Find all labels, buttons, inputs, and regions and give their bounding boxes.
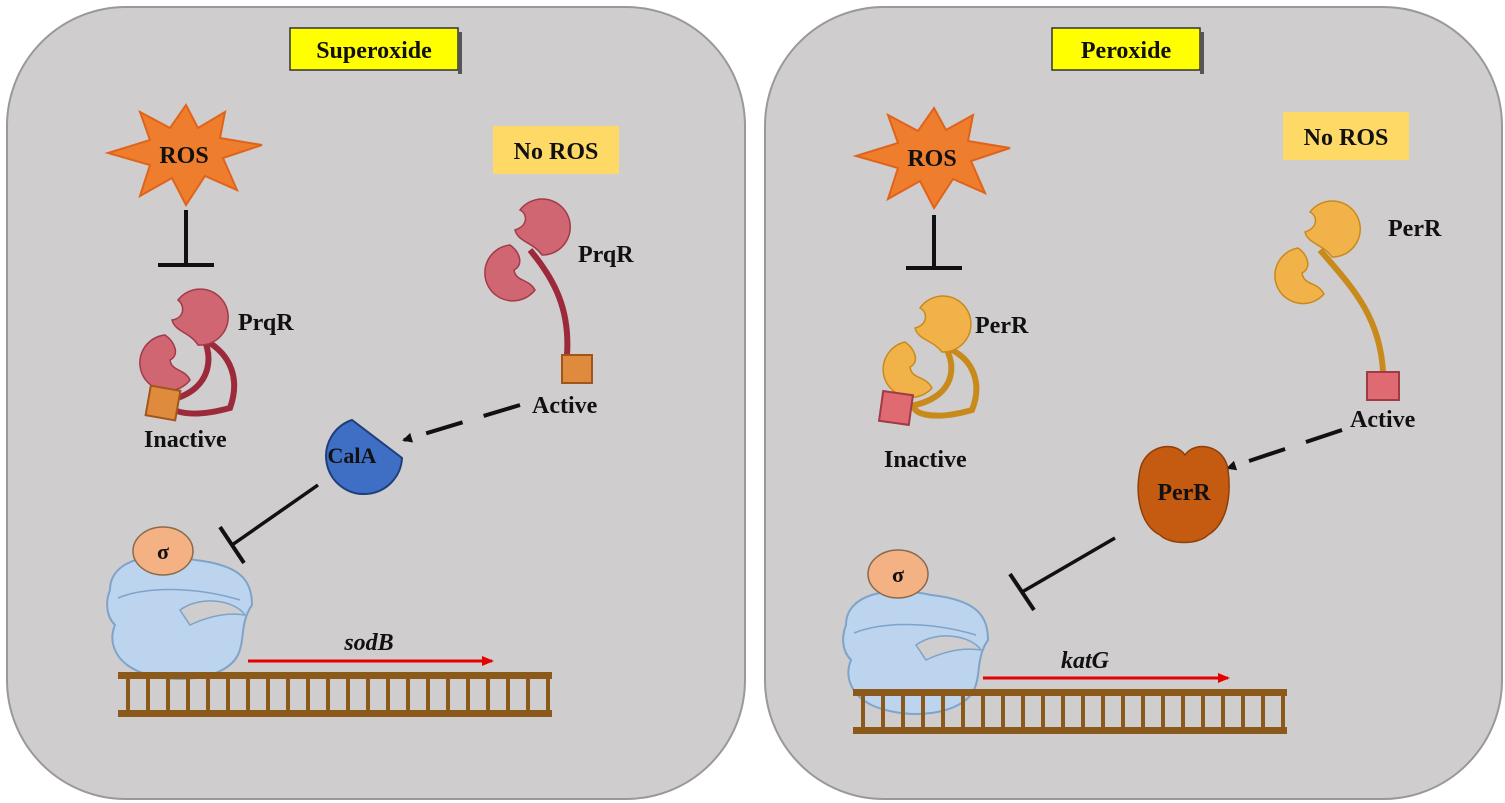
cala-label: CalA — [328, 443, 377, 468]
dna-rung — [286, 679, 290, 710]
prqr-active-label: PrqR — [578, 242, 634, 268]
perr-inactive-label: PerR — [975, 313, 1029, 339]
dna-rung — [426, 679, 430, 710]
ros-star-right: ROS — [852, 106, 1011, 210]
cala-protein: CalA — [325, 418, 404, 495]
no-ros-box-left: No ROS — [493, 126, 619, 174]
dna-rung — [546, 679, 550, 710]
dna-rung — [1081, 696, 1085, 727]
ros-star-left: ROS — [104, 103, 263, 207]
repression-line-left — [218, 483, 320, 565]
dna-strand-left — [118, 672, 552, 717]
dna-rung — [961, 696, 965, 727]
dna-rung — [126, 679, 130, 710]
dna-rung — [1001, 696, 1005, 727]
superoxide-title-box: Superoxide — [289, 27, 462, 74]
peroxide-title-box: Peroxide — [1051, 27, 1204, 74]
repression-line-right — [1008, 536, 1116, 612]
dna-rung — [1281, 696, 1285, 727]
prqr-active-protein — [484, 198, 593, 384]
inhibition-bar-right — [906, 215, 962, 270]
perr-dimer-protein: PerR — [1137, 445, 1230, 544]
dna-rung — [226, 679, 230, 710]
dna-rung — [1061, 696, 1065, 727]
dna-rung — [881, 696, 885, 727]
active-label-right: Active — [1350, 407, 1416, 433]
dna-rung — [206, 679, 210, 710]
sigma-factor-right: σ — [867, 549, 929, 599]
activation-arrow-left — [402, 403, 521, 443]
dna-strand-right — [853, 689, 1287, 734]
perr-dimer-label: PerR — [1157, 480, 1211, 506]
ros-label-left: ROS — [159, 143, 208, 169]
perr-inactive-protein — [877, 295, 980, 427]
ros-label-right: ROS — [907, 146, 956, 172]
dna-rung — [1121, 696, 1125, 727]
dna-rung — [1101, 696, 1105, 727]
sigma-label-right: σ — [892, 562, 904, 587]
peroxide-title: Peroxide — [1081, 38, 1172, 64]
dna-rung — [526, 679, 530, 710]
dna-rung — [306, 679, 310, 710]
rna-polymerase-left — [106, 555, 254, 680]
rna-polymerase-right — [842, 590, 990, 715]
dna-rung — [1141, 696, 1145, 727]
dna-rung — [386, 679, 390, 710]
dna-rung — [1021, 696, 1025, 727]
inhibition-bar-left — [158, 210, 214, 267]
dna-rung — [366, 679, 370, 710]
dna-rung — [1241, 696, 1245, 727]
activation-arrow-right — [1226, 428, 1343, 471]
no-ros-label-left: No ROS — [514, 139, 599, 165]
sigma-factor-left: σ — [132, 526, 194, 576]
gene-label-right: katG — [1061, 648, 1110, 674]
dna-rung — [186, 679, 190, 710]
dna-rung — [1041, 696, 1045, 727]
dna-rung — [506, 679, 510, 710]
prqr-inactive-label: PrqR — [238, 310, 294, 336]
gene-label-left: sodB — [343, 630, 393, 656]
active-label-left: Active — [532, 393, 598, 419]
dna-rung — [346, 679, 350, 710]
dna-rung — [1221, 696, 1225, 727]
dna-rung — [326, 679, 330, 710]
prqr-inactive-protein — [139, 288, 238, 422]
dna-rung — [1181, 696, 1185, 727]
dna-rung — [466, 679, 470, 710]
dna-rung — [1201, 696, 1205, 727]
dna-rung — [1161, 696, 1165, 727]
superoxide-title: Superoxide — [316, 38, 432, 64]
inactive-label-right: Inactive — [884, 447, 967, 473]
dna-rung — [941, 696, 945, 727]
dna-rung — [166, 679, 170, 710]
dna-rung — [861, 696, 865, 727]
sigma-label-left: σ — [157, 539, 169, 564]
perr-active-protein — [1274, 200, 1400, 401]
dna-rung — [246, 679, 250, 710]
dna-rung — [901, 696, 905, 727]
no-ros-box-right: No ROS — [1283, 112, 1409, 160]
dna-rung — [921, 696, 925, 727]
dna-rung — [406, 679, 410, 710]
dna-rung — [981, 696, 985, 727]
perr-active-label: PerR — [1388, 216, 1442, 242]
dna-rung — [266, 679, 270, 710]
dna-rung — [1261, 696, 1265, 727]
inactive-label-left: Inactive — [144, 427, 227, 453]
dna-rung — [146, 679, 150, 710]
dna-rung — [446, 679, 450, 710]
no-ros-label-right: No ROS — [1304, 125, 1389, 151]
dna-rung — [486, 679, 490, 710]
